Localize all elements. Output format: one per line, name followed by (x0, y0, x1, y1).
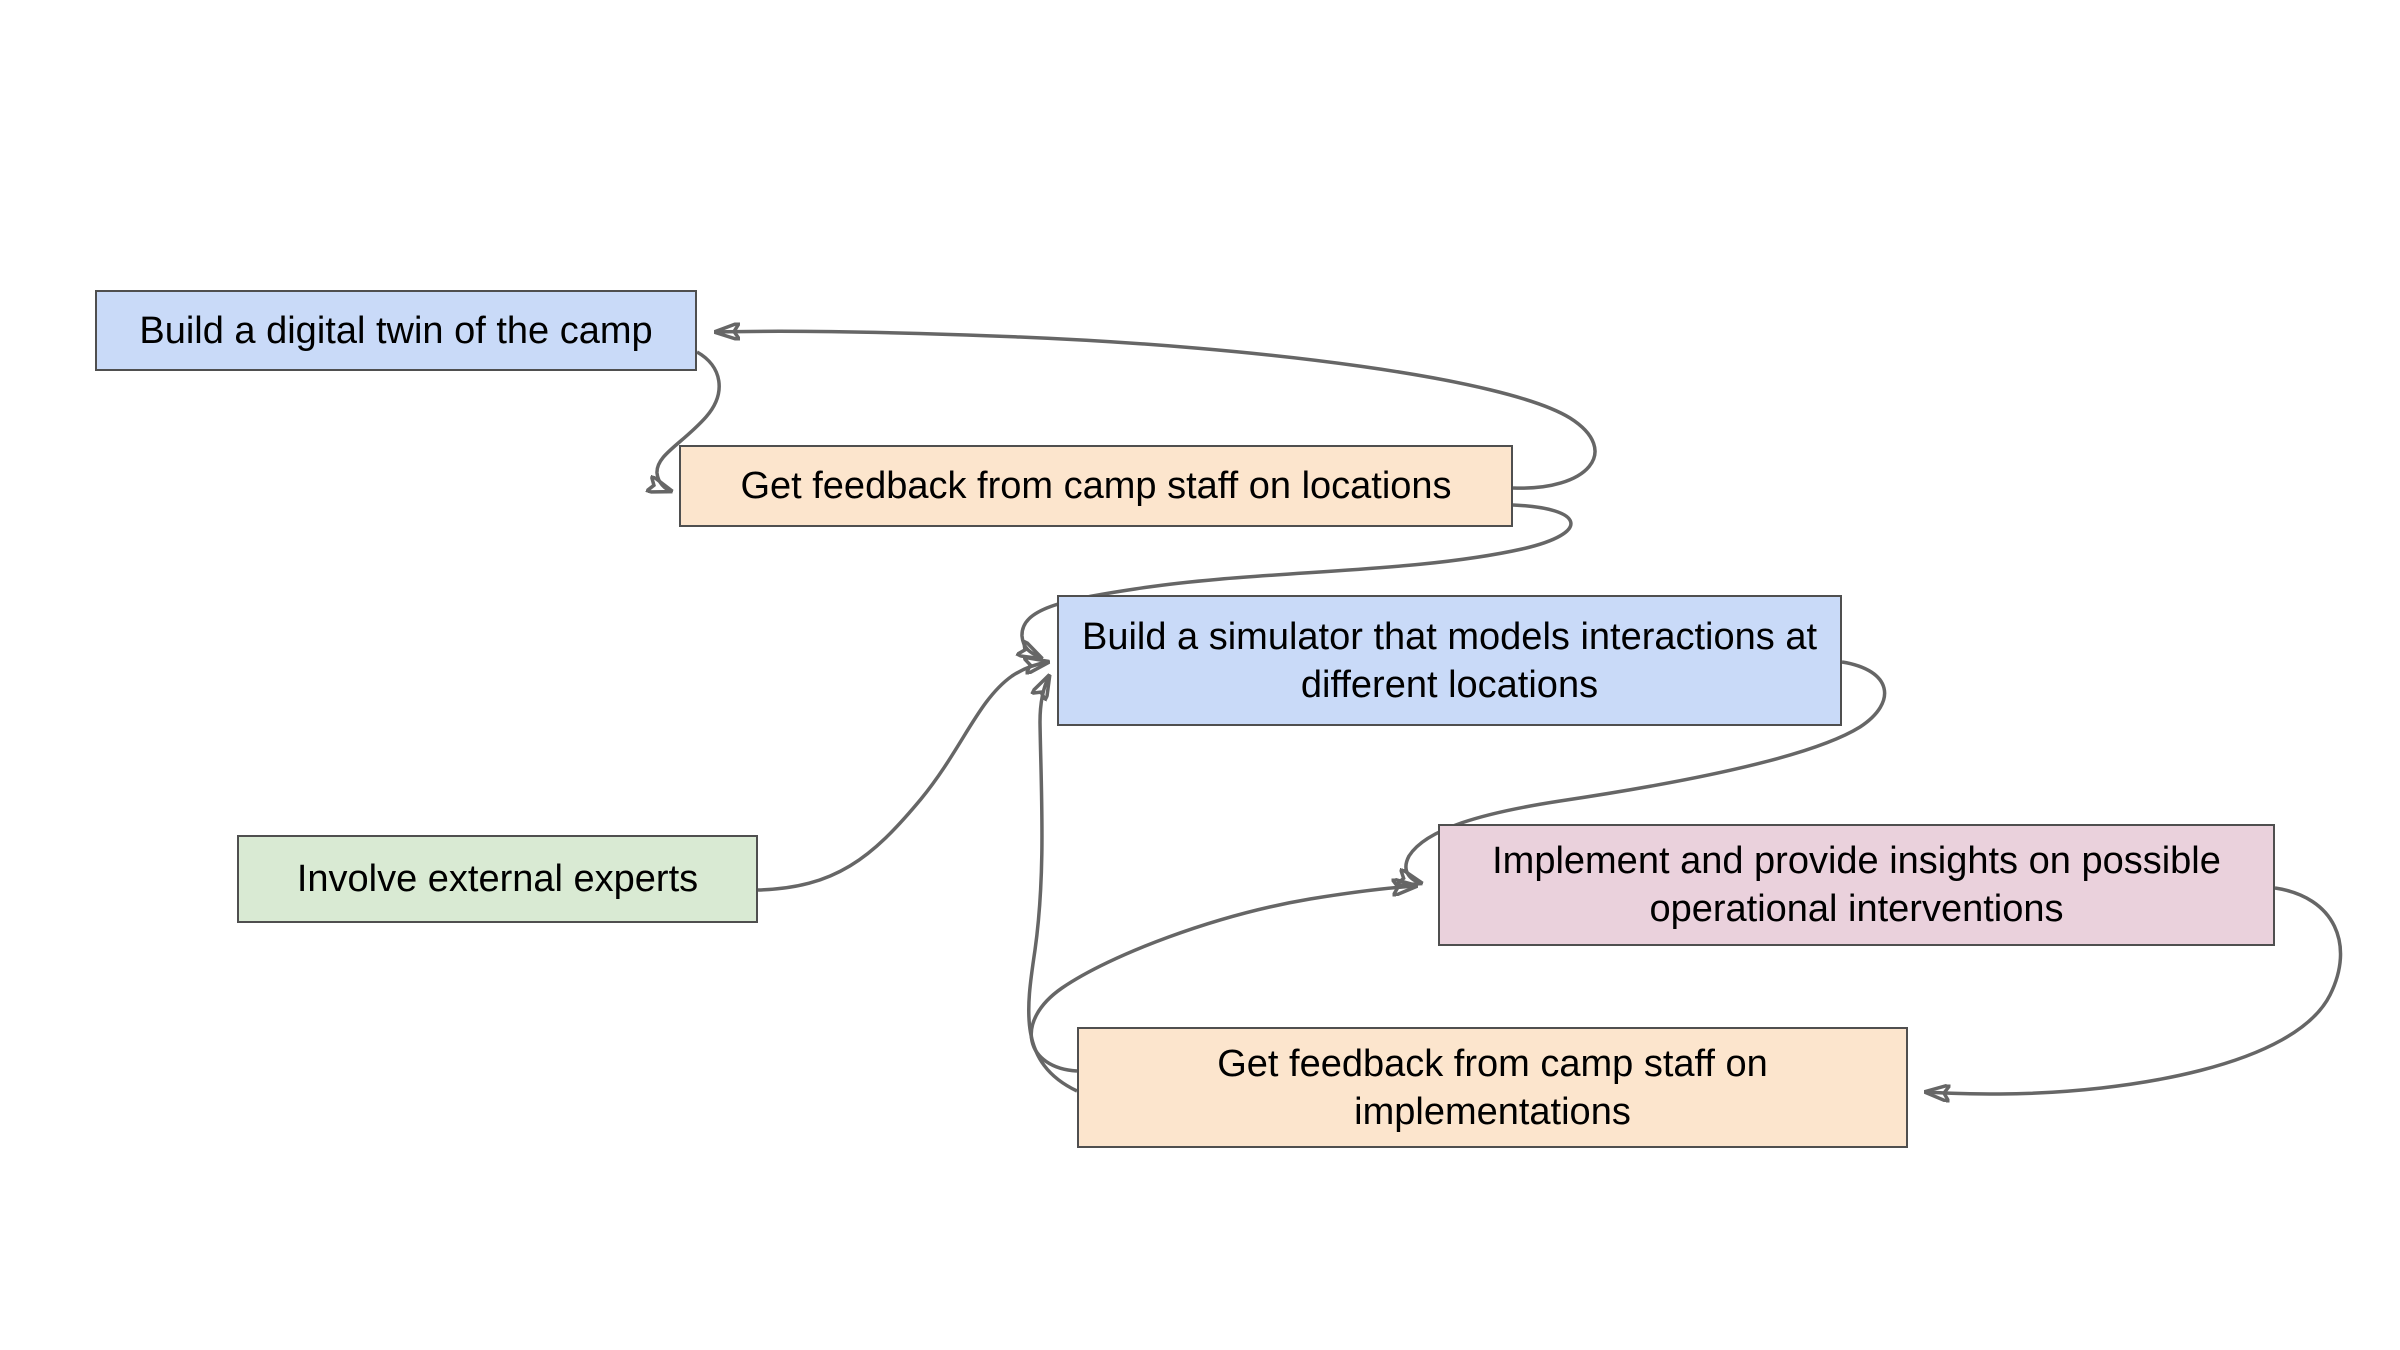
node-involve-experts-label: Involve external experts (296, 858, 699, 900)
node-feedback-implementations[interactable]: Get feedback from camp staff on implemen… (1077, 1027, 1908, 1148)
edge-external-experts-to-simulator (757, 662, 1048, 892)
node-implement-insights-label: Implement and provide insights on possib… (1492, 840, 2221, 930)
node-feedback-locations-label: Get feedback from camp staff on location… (740, 465, 1452, 507)
node-build-digital-twin-label: Build a digital twin of the camp (139, 309, 653, 352)
node-build-simulator[interactable]: Build a simulator that models interactio… (1057, 595, 1842, 726)
node-involve-experts[interactable]: Involve external experts (237, 835, 758, 923)
node-implement-insights[interactable]: Implement and provide insights on possib… (1438, 824, 2275, 946)
edge-feedback-implementations-to-simulator (1026, 676, 1078, 1093)
node-feedback-locations[interactable]: Get feedback from camp staff on location… (679, 445, 1513, 527)
node-feedback-implementations-label: Get feedback from camp staff on implemen… (1217, 1042, 1768, 1133)
node-build-digital-twin[interactable]: Build a digital twin of the camp (95, 290, 697, 371)
node-build-simulator-label: Build a simulator that models interactio… (1081, 615, 1818, 706)
